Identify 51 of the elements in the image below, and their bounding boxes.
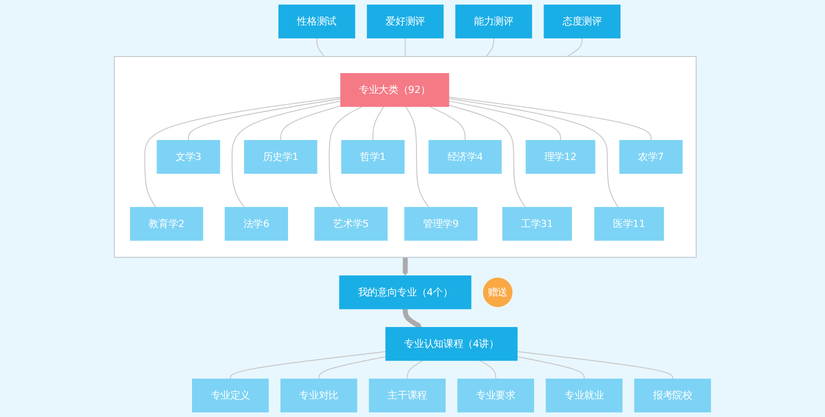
connector xyxy=(516,351,674,380)
connector xyxy=(318,356,386,380)
node-box: 教育学2 xyxy=(130,206,204,241)
node-box: 我的意向专业（4个） xyxy=(339,275,472,310)
connector xyxy=(188,98,342,141)
arrow xyxy=(402,308,422,328)
connector xyxy=(486,38,494,57)
connector xyxy=(566,38,583,57)
node-box: 艺术学5 xyxy=(314,206,388,241)
connector xyxy=(448,96,652,141)
node-box: 管理学9 xyxy=(404,206,478,241)
node-box: 专业定义 xyxy=(192,378,269,412)
node-box: 态度测评 xyxy=(544,4,620,38)
connector xyxy=(404,38,406,57)
node-box: 历史学1 xyxy=(244,140,318,174)
node-box: 专业大类（92） xyxy=(340,73,450,107)
connector xyxy=(230,351,386,380)
node-box: 主干课程 xyxy=(368,378,446,412)
node-box: 专业认知课程（4讲） xyxy=(385,327,518,361)
connector xyxy=(280,105,342,141)
node-box: 文学3 xyxy=(156,140,220,174)
connector xyxy=(372,106,384,141)
connector xyxy=(316,38,325,57)
node-box: 专业对比 xyxy=(280,378,358,412)
connector xyxy=(406,360,424,380)
node-circle: 赠送 xyxy=(483,278,512,308)
node-box: 专业就业 xyxy=(546,378,623,412)
cluster xyxy=(114,56,697,258)
node-box: 专业要求 xyxy=(457,378,534,412)
node-box: 性格测试 xyxy=(278,4,356,38)
connector xyxy=(448,104,526,208)
node-box: 哲学1 xyxy=(341,140,405,174)
node-box: 能力测评 xyxy=(455,4,532,38)
connector xyxy=(429,106,466,141)
connector xyxy=(516,356,585,380)
connector xyxy=(232,100,342,208)
node-box: 农学7 xyxy=(619,140,683,174)
node-box: 工学31 xyxy=(502,206,572,241)
connector xyxy=(144,96,342,208)
connector xyxy=(479,360,496,380)
node-box: 医学11 xyxy=(594,206,664,241)
node-box: 经济学4 xyxy=(428,140,502,174)
connector xyxy=(448,98,619,208)
arrow xyxy=(402,256,408,276)
node-box: 爱好测评 xyxy=(366,4,444,38)
node-box: 报考院校 xyxy=(634,378,711,412)
connector xyxy=(448,100,561,141)
connector xyxy=(328,106,363,208)
node-box: 理学12 xyxy=(526,140,596,174)
node-box: 法学6 xyxy=(224,206,288,241)
connector xyxy=(405,106,430,208)
